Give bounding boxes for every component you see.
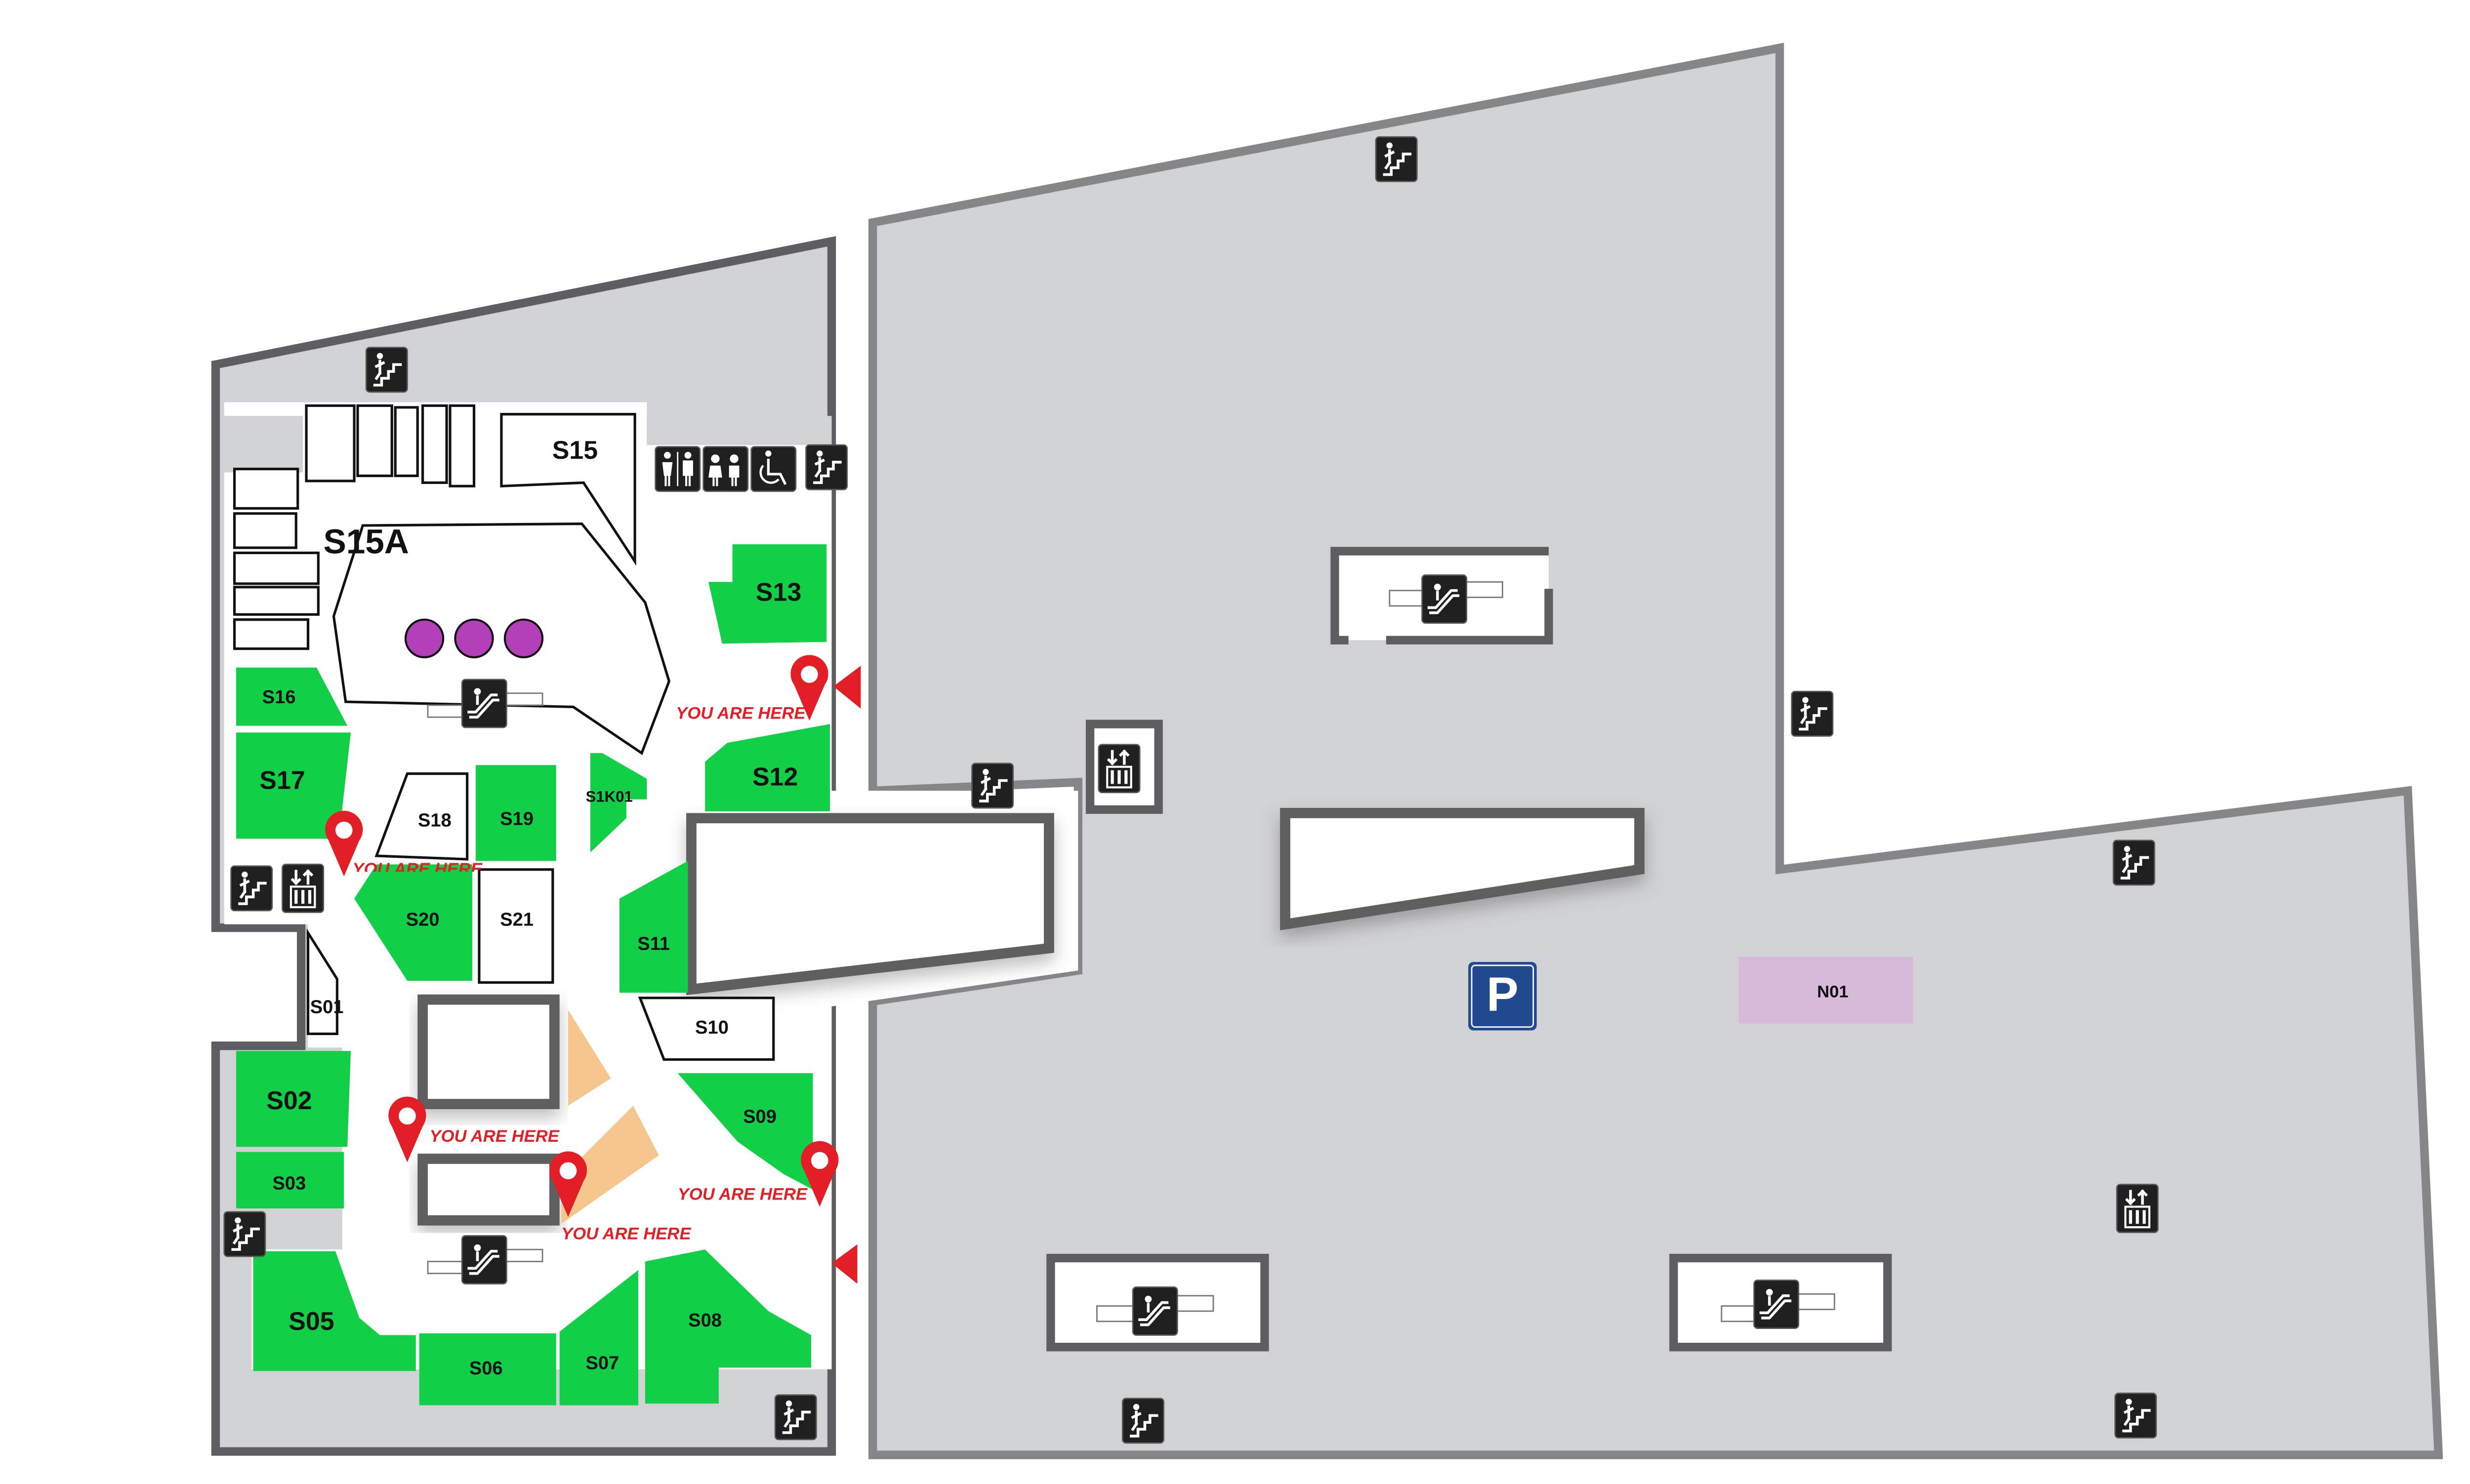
elevator-icon[interactable] <box>1099 745 1140 793</box>
elevator-icon[interactable] <box>283 864 324 912</box>
wheelchair-icon[interactable] <box>750 446 797 492</box>
shop-label: S16 <box>262 687 296 708</box>
shop-label: S07 <box>585 1353 619 1373</box>
shop-s17[interactable] <box>236 732 351 839</box>
shop-label: S02 <box>266 1086 312 1115</box>
atrium-void-parking <box>1280 807 1645 930</box>
shop-label: S13 <box>756 578 801 606</box>
corridor-top-right-gray <box>647 416 832 445</box>
shop-s10[interactable] <box>638 997 775 1061</box>
shop-s01[interactable] <box>306 928 339 1036</box>
shop-label: S01 <box>310 997 344 1018</box>
shop-label: S18 <box>418 810 452 831</box>
entrance-arrow-icon[interactable] <box>831 1244 858 1284</box>
shop-s09[interactable] <box>677 1073 813 1190</box>
family-restroom-icon[interactable] <box>702 446 749 492</box>
shop-label: S15 <box>552 436 598 465</box>
escalator-icon[interactable] <box>462 680 506 727</box>
svg-text:YOU ARE HERE: YOU ARE HERE <box>676 704 806 723</box>
shop-label: S03 <box>273 1173 306 1194</box>
shop-s08[interactable] <box>645 1249 811 1404</box>
shop-s11[interactable] <box>619 861 688 993</box>
escalator-icon <box>1422 575 1467 623</box>
shop-s16[interactable] <box>236 667 348 726</box>
you-are-here-marker: YOU ARE HERE <box>678 1141 839 1207</box>
stairs-icon[interactable] <box>972 763 1013 808</box>
kiosk-circles <box>404 618 544 659</box>
stairs-icon[interactable] <box>806 445 847 489</box>
shop-label: S20 <box>406 910 440 930</box>
entrance-arrow-icon[interactable] <box>833 666 861 709</box>
ramp-upper <box>568 1009 611 1106</box>
shop-s20[interactable] <box>354 864 473 981</box>
shop-s21[interactable] <box>478 868 554 984</box>
stairs-icon[interactable] <box>1122 1399 1163 1443</box>
shop-s03[interactable] <box>236 1152 344 1208</box>
you-are-here-marker: YOU ARE HERE <box>388 1096 560 1163</box>
shop-label: S17 <box>259 766 305 795</box>
svg-text:YOU ARE HERE: YOU ARE HERE <box>678 1185 808 1204</box>
shop-label: S11 <box>637 933 670 954</box>
shop-s15a[interactable] <box>332 522 671 756</box>
stairs-icon[interactable] <box>1376 137 1417 181</box>
corridor-left-gray <box>224 416 303 473</box>
stairs-icon[interactable] <box>224 1212 265 1256</box>
atrium-void-lower <box>417 1154 560 1226</box>
stairs-icon[interactable] <box>231 866 272 911</box>
stairs-icon[interactable] <box>2115 1393 2156 1438</box>
unit-label: N01 <box>1817 982 1849 1001</box>
stairs-icon[interactable] <box>2113 841 2154 885</box>
escalator-icon <box>1754 1281 1799 1328</box>
ramp-lower <box>561 1106 659 1224</box>
stairs-icon[interactable] <box>366 348 407 392</box>
storage-units <box>233 404 476 650</box>
svg-text:YOU ARE HERE: YOU ARE HERE <box>429 1127 559 1146</box>
svg-text:YOU ARE HERE: YOU ARE HERE <box>561 1224 691 1243</box>
atrium-void-upper <box>417 994 560 1109</box>
shop-s05[interactable] <box>253 1251 416 1371</box>
shop-label: S19 <box>500 808 534 829</box>
escalator-icon[interactable] <box>462 1236 506 1283</box>
atrium-void-connector <box>686 813 1054 995</box>
restroom-icon[interactable] <box>655 446 701 492</box>
shop-s18[interactable] <box>374 772 469 861</box>
shop-s06[interactable] <box>419 1333 556 1405</box>
shop-s15[interactable] <box>500 413 636 566</box>
shop-s07[interactable] <box>559 1270 639 1405</box>
shop-label: S1K01 <box>586 788 633 805</box>
svg-text:P: P <box>1486 967 1519 1021</box>
shop-label: S12 <box>752 763 798 792</box>
shop-s13[interactable] <box>708 544 827 644</box>
shop-label: S08 <box>688 1310 722 1331</box>
shop-label: S05 <box>288 1307 334 1336</box>
shop-label: S15A <box>324 522 409 561</box>
shop-s1k01[interactable] <box>590 753 647 853</box>
parking-icon: P <box>1468 962 1537 1031</box>
shop-s02[interactable] <box>236 1051 351 1147</box>
shop-label: S10 <box>695 1017 729 1038</box>
shop-label: S06 <box>469 1358 503 1379</box>
you-are-here-marker: YOU ARE HERE <box>676 655 828 723</box>
unit-n01[interactable] <box>1738 957 1913 1024</box>
shop-s12[interactable] <box>705 724 830 811</box>
escalator-bay <box>1046 1253 1269 1352</box>
shop-label: S21 <box>500 910 534 930</box>
you-are-here-marker: YOU ARE HERE <box>549 1151 691 1243</box>
escalator-icon <box>1133 1287 1177 1335</box>
escalator-bay <box>1669 1253 1892 1352</box>
stairs-icon[interactable] <box>1792 691 1833 736</box>
escalator-bay <box>1330 547 1553 644</box>
stairs-icon[interactable] <box>775 1395 816 1440</box>
shop-s19[interactable] <box>476 765 556 861</box>
shop-label: S09 <box>743 1106 777 1127</box>
elevator-icon[interactable] <box>2117 1184 2158 1232</box>
